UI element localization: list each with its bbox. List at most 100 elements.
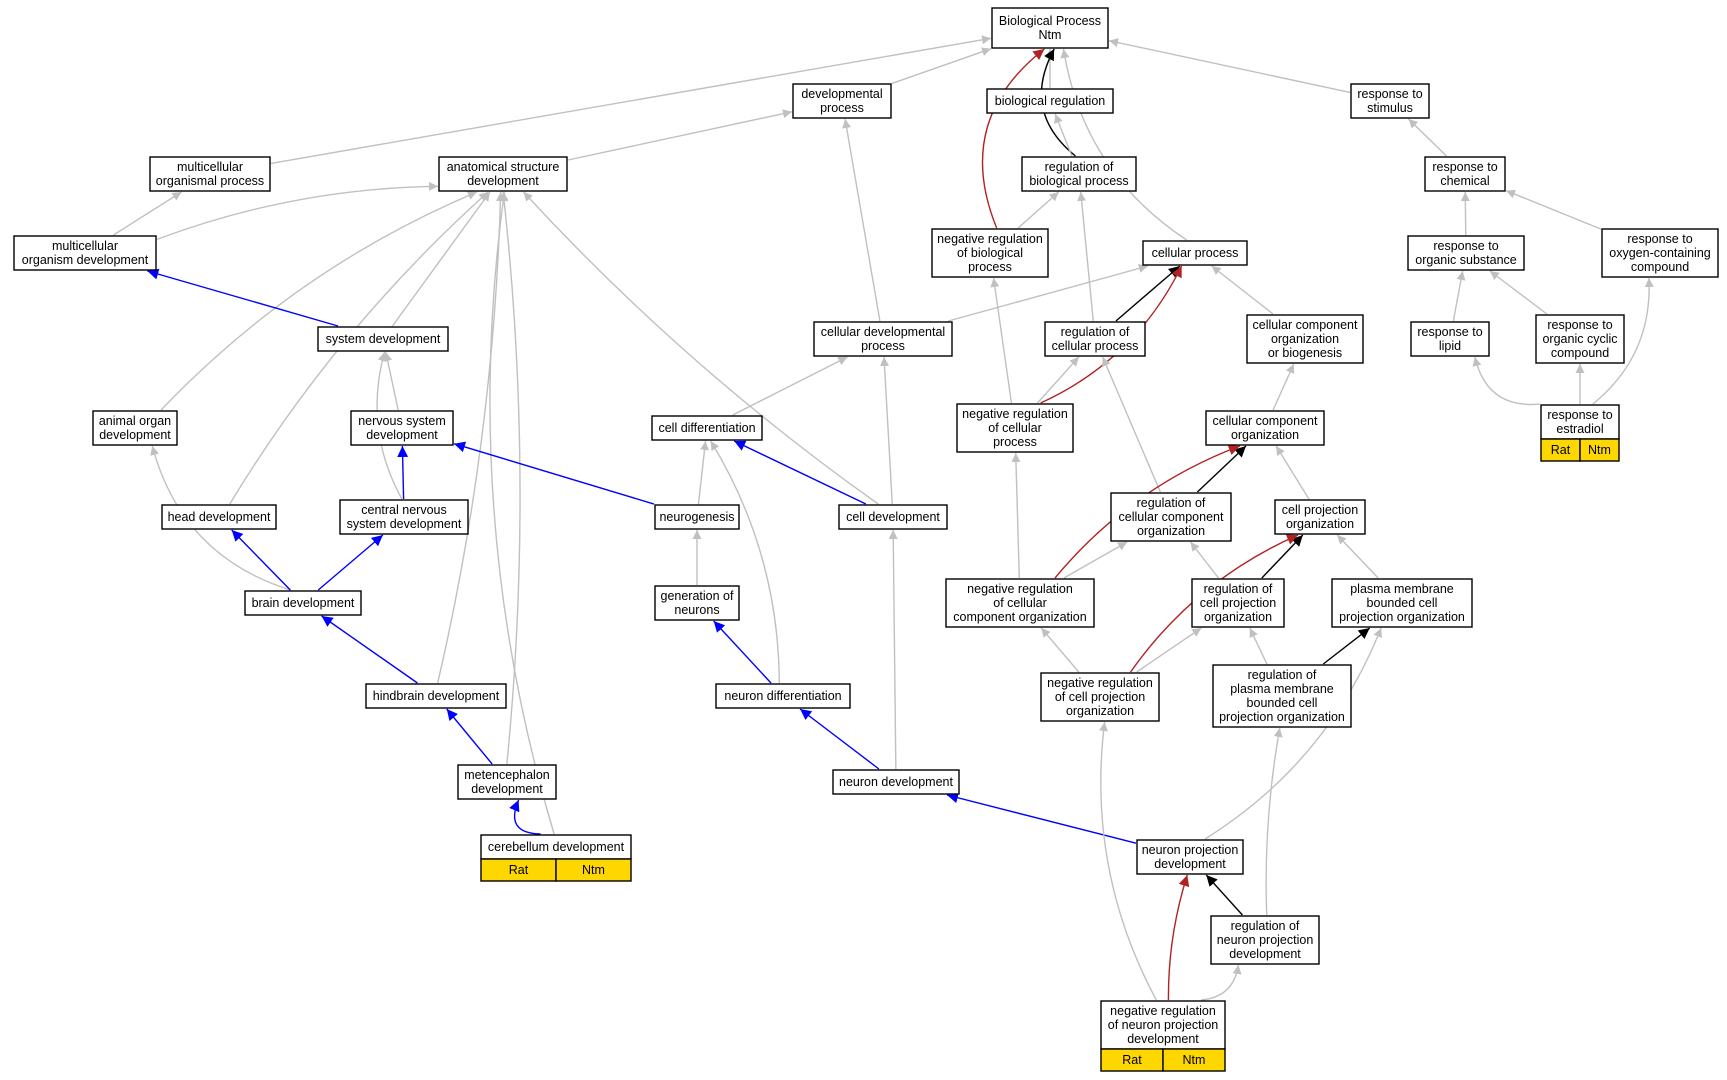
node-label-line: biological regulation bbox=[995, 94, 1106, 108]
node-cell_dev[interactable]: cell development bbox=[838, 504, 948, 530]
node-label-line: response to bbox=[1627, 232, 1692, 246]
node-label-line: cellular process bbox=[1052, 339, 1139, 353]
node-sys_dev[interactable]: system development bbox=[317, 326, 449, 352]
node-label-line: cellular component bbox=[1213, 414, 1318, 428]
edge-cpo-to-cco bbox=[1275, 445, 1310, 500]
node-label-line: development bbox=[366, 428, 438, 442]
node-label-line: cell development bbox=[846, 510, 940, 524]
tag-label: Rat bbox=[509, 863, 529, 877]
node-cell_diff[interactable]: cell differentiation bbox=[651, 415, 763, 441]
node-label-line: negative regulation bbox=[937, 232, 1043, 246]
node-bio_reg[interactable]: biological regulation bbox=[986, 88, 1114, 114]
edge-reg_cell-to-cell_proc bbox=[1115, 265, 1181, 322]
edge-resp_lipid-to-resp_org bbox=[1452, 270, 1466, 322]
node-label-line: plasma membrane bbox=[1350, 582, 1454, 596]
node-neuron_diff[interactable]: neuron differentiation bbox=[715, 683, 851, 709]
node-label-line: central nervous bbox=[361, 503, 446, 517]
edge-line-is_a bbox=[697, 440, 710, 505]
node-box bbox=[931, 228, 1049, 278]
edge-cco-to-ccob bbox=[1272, 363, 1295, 411]
node-neurogenesis[interactable]: neurogenesis bbox=[654, 504, 740, 530]
node-label-line: brain development bbox=[252, 596, 355, 610]
edge-line-is_a bbox=[489, 191, 555, 835]
node-label-line: organic cyclic bbox=[1542, 332, 1617, 346]
node-head_dev[interactable]: head development bbox=[161, 504, 277, 530]
edge-cell_dev-to-anat_dev bbox=[522, 191, 879, 505]
edge-line-is_a bbox=[1063, 541, 1128, 579]
node-brain_dev[interactable]: brain development bbox=[244, 590, 362, 616]
node-box bbox=[986, 88, 1114, 114]
node-box bbox=[1210, 915, 1320, 965]
edge-line-is_a bbox=[880, 356, 893, 505]
node-box bbox=[1540, 404, 1620, 440]
edge-resp_estradiol-to-resp_oxy bbox=[1592, 277, 1654, 405]
edge-brain_dev-to-cns_dev bbox=[317, 534, 384, 591]
node-label-line: cell differentiation bbox=[658, 421, 755, 435]
edge-line-is_a bbox=[1452, 270, 1466, 322]
edge-line-is_a bbox=[1472, 356, 1541, 406]
node-neuron_dev[interactable]: neuron development bbox=[832, 769, 960, 795]
edge-line-is_a bbox=[732, 356, 848, 416]
edge-resp_cyclic-to-resp_org bbox=[1489, 270, 1548, 315]
edge-line-is_a bbox=[499, 191, 521, 765]
node-hind_dev[interactable]: hindbrain development bbox=[365, 683, 507, 709]
edge-cereb_dev-to-anat_dev bbox=[489, 191, 555, 835]
node-label-line: development bbox=[1154, 857, 1226, 871]
node-box bbox=[945, 578, 1095, 628]
edge-line-is_a bbox=[1592, 277, 1654, 405]
tag-label: Rat bbox=[1122, 1053, 1142, 1067]
edge-line-is_a bbox=[1011, 452, 1021, 579]
edge-reg_npd-to-reg_pmbcpo bbox=[1265, 727, 1283, 916]
node-cell_proc[interactable]: cellular process bbox=[1142, 240, 1248, 266]
edge-resp_org-to-resp_chem bbox=[1460, 191, 1470, 236]
edge-line-is_a bbox=[1204, 627, 1382, 840]
node-label-line: bounded cell bbox=[1247, 696, 1318, 710]
node-box bbox=[13, 235, 157, 271]
edge-line-is_a bbox=[948, 264, 1149, 322]
edge-line-regulates bbox=[1205, 874, 1243, 916]
node-box bbox=[350, 410, 454, 446]
node-label-line: process bbox=[993, 435, 1037, 449]
edge-line-is_a bbox=[270, 35, 992, 165]
node-label-line: generation of bbox=[661, 589, 735, 603]
node-label-line: neurogenesis bbox=[659, 510, 734, 524]
tag-label: Rat bbox=[1551, 443, 1571, 457]
edge-line-regulates bbox=[1261, 534, 1304, 579]
edge-pmbcpo-to-cpo bbox=[1336, 534, 1379, 579]
